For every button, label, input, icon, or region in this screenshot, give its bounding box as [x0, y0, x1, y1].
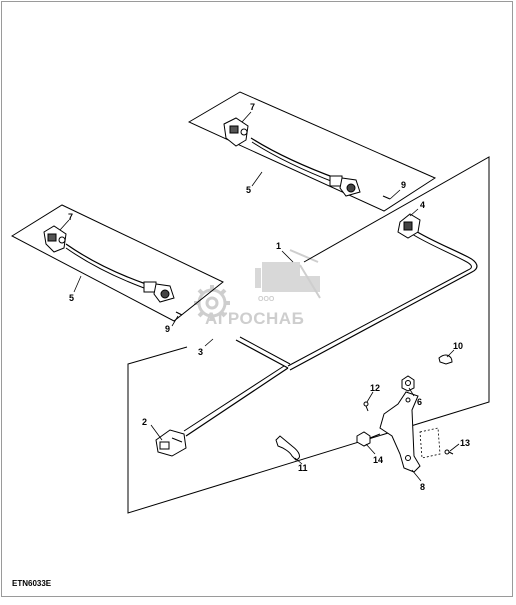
callout-13: 13 [460, 438, 470, 448]
upper-subassembly-panel [187, 91, 437, 212]
callout-9-left: 9 [165, 324, 170, 334]
callout-1: 1 [276, 241, 281, 251]
callout-10: 10 [453, 341, 463, 351]
callout-4: 4 [420, 200, 425, 210]
callout-14: 14 [373, 455, 383, 465]
callout-9-upper: 9 [401, 180, 406, 190]
watermark-ooo-text: ООО [258, 296, 275, 303]
screw-12 [363, 401, 369, 412]
upper-right-connector [329, 175, 361, 197]
main-panel-outline [127, 156, 490, 514]
figure-code: ETN6033E [12, 579, 52, 588]
upper-left-connector [223, 117, 249, 147]
clip-10 [438, 354, 453, 365]
image-border [1, 1, 513, 597]
callout-7-left: 7 [68, 212, 73, 222]
left-subassembly-connector-a [43, 225, 67, 253]
nut-6 [401, 375, 415, 392]
leader-lines [59, 111, 460, 482]
left-subassembly-connector-b [143, 281, 175, 303]
main-harness [183, 229, 478, 437]
clip-11 [275, 435, 300, 461]
callout-2: 2 [142, 417, 147, 427]
callout-8: 8 [420, 482, 425, 492]
watermark-company-text: АГРОСНАБ [205, 309, 304, 328]
bolt-14 [356, 431, 381, 447]
callout-5-left: 5 [69, 293, 74, 303]
callout-labels: 1 2 3 4 5 5 6 7 7 8 9 9 10 11 12 13 14 [68, 102, 470, 492]
watermark-tractor-icon [255, 262, 320, 292]
screw-13 [444, 449, 454, 455]
bracket-8 [379, 391, 421, 473]
callout-3: 3 [198, 347, 203, 357]
callout-5-upper: 5 [246, 185, 251, 195]
connector-2 [155, 429, 187, 457]
callout-7-upper: 7 [250, 102, 255, 112]
left-subassembly-panel [10, 204, 224, 322]
connector-4 [397, 213, 421, 239]
watermark-logo: ООО АГРОСНАБ [194, 249, 321, 328]
plate-13 [419, 427, 441, 459]
callout-6: 6 [417, 397, 422, 407]
callout-12: 12 [370, 383, 380, 393]
callout-11: 11 [298, 463, 308, 473]
